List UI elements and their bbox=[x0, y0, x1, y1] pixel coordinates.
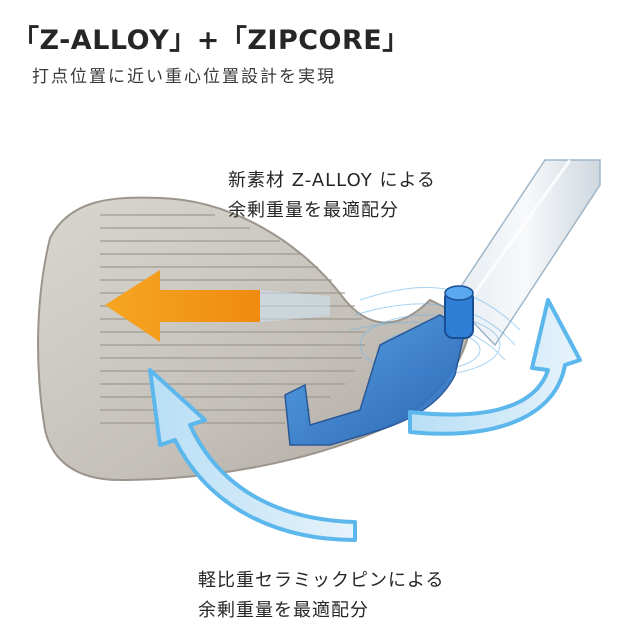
callout-bottom-line1: 軽比重セラミックピンによる bbox=[198, 570, 445, 591]
callout-top-line2: 余剰重量を最適配分 bbox=[228, 200, 399, 221]
blue-curved-arrow-left bbox=[148, 368, 357, 542]
callout-top-line1: 新素材 Z-ALLOY による bbox=[228, 170, 436, 191]
callout-bottom-line2: 余剰重量を最適配分 bbox=[198, 600, 369, 621]
blue-curved-arrow-right bbox=[408, 298, 582, 436]
club-shaft bbox=[451, 159, 601, 347]
pin-top bbox=[444, 285, 474, 301]
callout-z-alloy: 新素材 Z-ALLOY による 余剰重量を最適配分 bbox=[228, 166, 436, 226]
page-subtitle: 打点位置に近い重心位置設計を実現 bbox=[32, 67, 336, 87]
page-title: 「Z-ALLOY」+「ZIPCORE」 bbox=[12, 25, 410, 56]
z-alloy-hosel-weight bbox=[284, 314, 466, 446]
shaft-highlight bbox=[468, 159, 572, 301]
callout-ceramic-pin: 軽比重セラミックピンによる 余剰重量を最適配分 bbox=[198, 566, 444, 626]
orange-arrow bbox=[105, 270, 260, 342]
orange-arrow-trail bbox=[260, 290, 330, 322]
